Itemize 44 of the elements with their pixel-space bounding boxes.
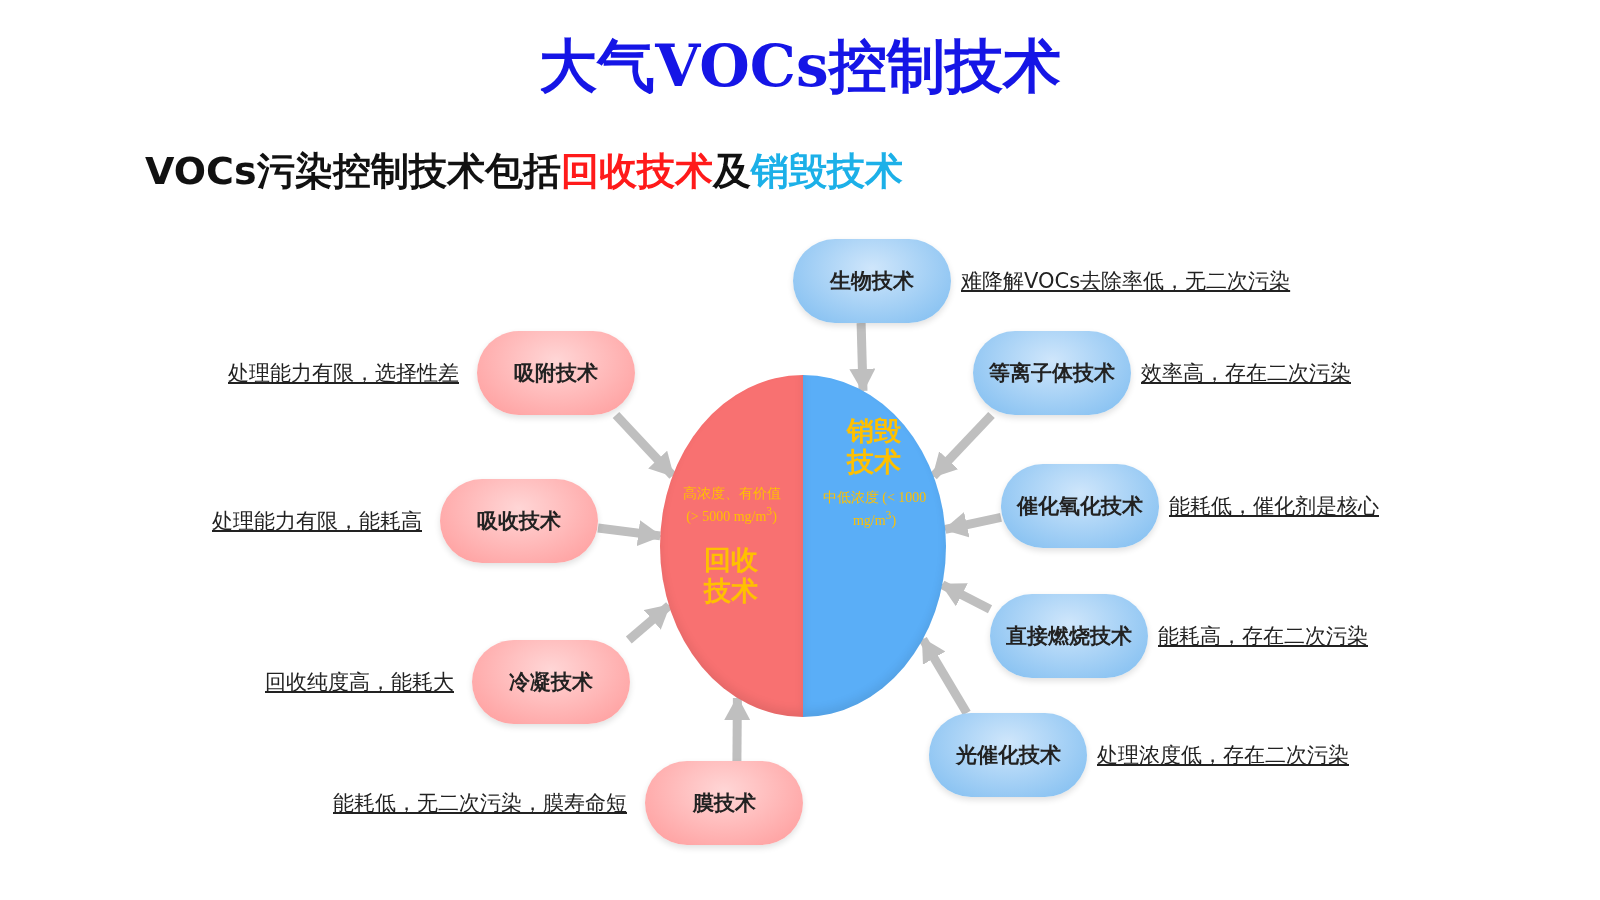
- technology-pill: [645, 761, 803, 845]
- technology-name: 吸附技术: [514, 360, 598, 387]
- title: 大气VOCs控制技术: [539, 31, 1061, 102]
- subtitle-text: VOCs污染控制技术包括: [145, 148, 561, 195]
- condition-text: 中低浓度 (< 1000 mg/m$^{3}$): [821, 489, 928, 530]
- arrow: [849, 322, 876, 393]
- feature-note: 处理浓度低，存在二次污染: [1097, 742, 1349, 769]
- feature-note: 处理能力有限，选择性差: [228, 360, 459, 387]
- technology-name: 冷凝技术: [509, 669, 593, 696]
- feature-note: 回收纯度高，能耗大: [265, 669, 454, 696]
- technology-name: 吸收技术: [477, 508, 561, 535]
- technology-pill: [440, 479, 598, 563]
- feature-note: 能耗低，催化剂是核心: [1169, 493, 1379, 520]
- category-heading: 回收技术: [702, 544, 760, 607]
- condition-text: 高浓度、有价值 (> 5000 mg/m$^{3}$): [681, 485, 782, 526]
- feature-note: 能耗低，无二次污染，膜寿命短: [333, 790, 627, 817]
- arrow: [940, 580, 993, 614]
- technology-name: 等离子体技术: [989, 360, 1115, 387]
- arrow: [612, 411, 676, 479]
- subtitle-text: 及: [712, 148, 751, 195]
- technology-name: 膜技术: [692, 790, 756, 817]
- technology-pill: [973, 331, 1131, 415]
- feature-note: 难降解VOCs去除率低，无二次污染: [961, 268, 1291, 295]
- arrow: [943, 512, 1002, 538]
- technology-pill: [1001, 464, 1159, 548]
- technology-pill: [990, 594, 1148, 678]
- technology-pill: [929, 713, 1087, 797]
- feature-note: 处理能力有限，能耗高: [212, 508, 422, 535]
- technology-name: 生物技术: [830, 268, 914, 295]
- arrow: [724, 696, 751, 762]
- technology-pill: [477, 331, 635, 415]
- arrow: [930, 411, 995, 480]
- arrow: [919, 636, 971, 716]
- arrow: [625, 602, 672, 644]
- technology-name: 直接燃烧技术: [1006, 623, 1132, 650]
- technology-pill: [793, 239, 951, 323]
- category-heading: 销毁技术: [845, 415, 903, 478]
- feature-note: 能耗高，存在二次污染: [1158, 623, 1368, 650]
- subtitle-text: 回收技术: [560, 148, 713, 195]
- feature-note: 效率高，存在二次污染: [1141, 360, 1351, 387]
- technology-name: 催化氧化技术: [1017, 493, 1143, 520]
- subtitle-text: 销毁技术: [750, 148, 903, 195]
- technology-pill: [472, 640, 630, 724]
- technology-name: 光催化技术: [955, 742, 1061, 769]
